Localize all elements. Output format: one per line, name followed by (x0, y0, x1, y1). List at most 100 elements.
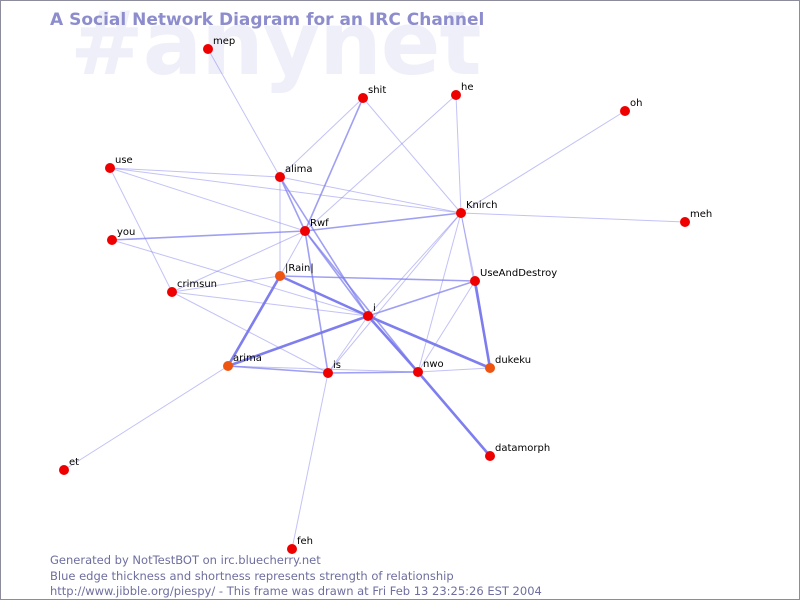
node-i: i (363, 303, 376, 321)
edge-shit-alima (279, 97, 364, 178)
edge-he-Knirch (455, 94, 462, 214)
edge-mep-alima (207, 48, 281, 178)
node-marker (300, 226, 310, 236)
node-label: et (69, 457, 79, 468)
node-crimsun: crimsun (167, 279, 217, 297)
node-nwo: nwo (413, 359, 444, 377)
edge-use-Rwf (109, 167, 306, 232)
footer-generated-by: Generated by NotTestBOT on irc.bluecherr… (50, 553, 321, 567)
edge-oh-Knirch (460, 110, 626, 214)
node-label: is (333, 360, 341, 371)
node-marker (105, 163, 115, 173)
edge-crimsun-i (171, 291, 369, 317)
edge-you-i (111, 239, 369, 317)
node-Rwf: Rwf (300, 218, 329, 236)
edge-nwo-datamorph (417, 371, 491, 457)
node-label: Rwf (310, 218, 329, 229)
node-label: mep (213, 36, 235, 47)
edge-Rain-i (279, 274, 369, 318)
node-UseAndDestroy: UseAndDestroy (470, 268, 557, 286)
node-marker (485, 363, 495, 373)
edge-arima-et (63, 365, 229, 471)
node-marker (59, 465, 69, 475)
edge-Rwf-Rain (279, 230, 306, 277)
node-label: shit (368, 85, 386, 96)
node-use: use (105, 155, 133, 173)
edge-Knirch-is (327, 212, 462, 374)
node-label: nwo (423, 359, 444, 370)
node-dukeku: dukeku (485, 355, 531, 373)
node-marker (275, 172, 285, 182)
diagram-title: A Social Network Diagram for an IRC Chan… (50, 10, 485, 30)
node-label: use (115, 155, 133, 166)
node-Rain: |Rain| (275, 263, 314, 281)
node-marker (620, 106, 630, 116)
edge-alima-Knirch (279, 176, 462, 214)
channel-watermark: #anynet (70, 0, 482, 95)
edge-shit-Rwf (304, 97, 364, 232)
node-he: he (451, 82, 474, 100)
node-label: arima (233, 353, 262, 364)
node-marker (287, 544, 297, 554)
edge-he-Rwf (304, 94, 457, 232)
edge-Rwf-nwo (304, 230, 419, 373)
node-is: is (323, 360, 341, 378)
edge-i-arima (227, 314, 369, 368)
node-mep: mep (203, 36, 235, 54)
edge-is-feh (291, 372, 329, 550)
edge-i-is (327, 315, 369, 374)
edge-Rwf-crimsun (171, 230, 306, 293)
edge-nwo-dukeku (417, 367, 491, 373)
node-marker (223, 361, 233, 371)
node-label: crimsun (177, 279, 217, 290)
edge-alima-Rwf (279, 176, 306, 232)
edge-arima-nwo (227, 365, 419, 373)
edge-use-crimsun (109, 167, 173, 293)
node-marker (323, 368, 333, 378)
node-Knirch: Knirch (456, 200, 497, 218)
edges-layer (63, 48, 686, 550)
edge-UseAndDestroy-nwo (417, 280, 476, 373)
footer-legend-note: Blue edge thickness and shortness repres… (50, 569, 454, 583)
node-marker (107, 235, 117, 245)
node-et: et (59, 457, 79, 475)
node-arima: arima (223, 353, 262, 371)
edge-UseAndDestroy-i (367, 280, 476, 317)
node-label: Knirch (466, 200, 497, 211)
edge-i-dukeku (367, 314, 491, 370)
node-marker (485, 451, 495, 461)
node-label: i (373, 303, 376, 314)
node-marker (358, 93, 368, 103)
edge-arima-is (227, 365, 329, 374)
node-datamorph: datamorph (485, 443, 550, 461)
node-marker (203, 44, 213, 54)
node-label: feh (297, 536, 313, 547)
edge-Knirch-meh (460, 212, 686, 223)
node-meh: meh (680, 209, 712, 227)
edge-Knirch-i (367, 212, 462, 317)
node-label: you (117, 227, 135, 238)
edge-use-alima (109, 167, 281, 178)
node-label: meh (690, 209, 712, 220)
node-shit: shit (358, 85, 386, 103)
edge-shit-Knirch (362, 97, 462, 214)
node-marker (413, 367, 423, 377)
edge-Rain-UseAndDestroy (279, 275, 476, 282)
node-marker (275, 271, 285, 281)
node-label: dukeku (495, 355, 531, 366)
node-marker (167, 287, 177, 297)
edge-UseAndDestroy-dukeku (473, 280, 492, 369)
edge-Rain-arima (226, 275, 282, 367)
node-marker (470, 276, 480, 286)
node-marker (451, 90, 461, 100)
edge-is-nwo (327, 371, 419, 374)
edge-you-Rwf (111, 230, 306, 241)
node-label: alima (285, 164, 313, 175)
node-label: oh (630, 98, 642, 109)
footer-timestamp: http://www.jibble.org/piespy/ - This fra… (50, 584, 542, 598)
node-label: |Rain| (285, 263, 314, 274)
node-alima: alima (275, 164, 313, 182)
edge-crimsun-is (171, 291, 329, 374)
edge-i-nwo (367, 315, 419, 373)
